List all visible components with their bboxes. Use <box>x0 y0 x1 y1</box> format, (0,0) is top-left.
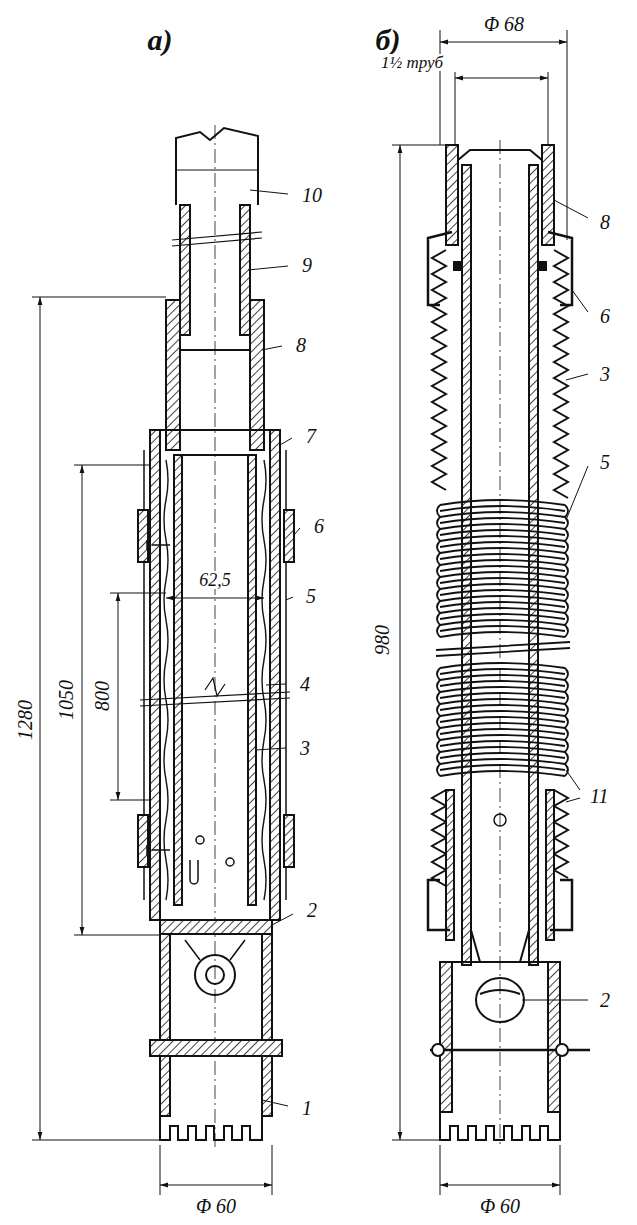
callout-number: 6 <box>312 516 326 536</box>
figure-letter: б) <box>374 25 403 55</box>
callout-number: 6 <box>598 306 612 326</box>
callout-number: 2 <box>598 990 612 1010</box>
callout-number: 4 <box>298 674 312 694</box>
dimension-value: Φ 68 <box>482 14 526 34</box>
callout-number: 3 <box>598 364 612 384</box>
dimension-value: 980 <box>372 623 392 657</box>
dimension-value: 1½ труб <box>379 54 445 71</box>
callout-number: 11 <box>588 786 611 806</box>
dimension-value: 1050 <box>56 678 76 722</box>
callout-number: 2 <box>305 900 319 920</box>
callout-number: 1 <box>300 1098 314 1118</box>
callout-number: 8 <box>294 335 308 355</box>
figure-letter: а) <box>146 25 175 55</box>
dimension-value: 62,5 <box>197 571 233 589</box>
callout-number: 3 <box>298 738 312 758</box>
dimension-value: Φ 60 <box>194 1196 238 1216</box>
callout-number: 9 <box>300 255 314 275</box>
callout-number: 5 <box>598 452 612 472</box>
callout-number: 5 <box>304 586 318 606</box>
dimension-value: 1280 <box>15 698 35 742</box>
callout-number: 8 <box>598 212 612 232</box>
dimension-value: 800 <box>92 679 112 713</box>
dimension-value: Φ 60 <box>478 1196 522 1216</box>
callout-number: 7 <box>304 426 318 446</box>
callout-number: 10 <box>300 185 324 205</box>
